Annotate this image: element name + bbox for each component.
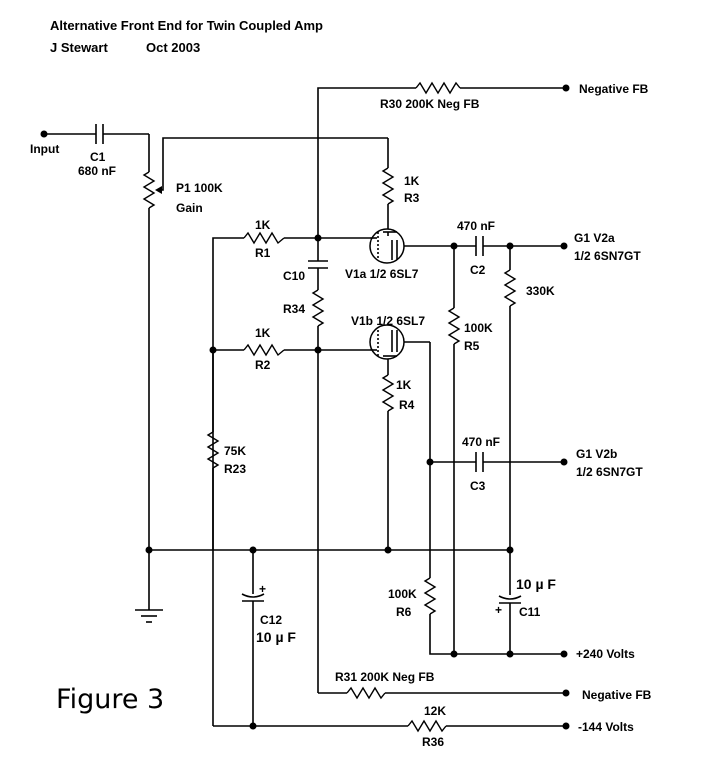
- resistor-r31: [318, 686, 570, 700]
- v240-label: +240 Volts: [576, 647, 635, 661]
- r1-value: 1K: [255, 218, 271, 232]
- c3-value: 470 nF: [462, 435, 500, 449]
- v144-label: -144 Volts: [578, 720, 634, 734]
- r34-name: R34: [283, 302, 305, 316]
- g1v2a-tube: 1/2 6SN7GT: [574, 249, 641, 263]
- neg-fb-top-label: Negative FB: [579, 82, 649, 96]
- capacitor-c3: [430, 452, 568, 472]
- input-label: Input: [30, 142, 59, 156]
- c1-name: C1: [90, 150, 106, 164]
- c12-plus: +: [259, 582, 266, 596]
- c12-name: C12: [260, 613, 282, 627]
- resistor-r5: [447, 246, 461, 654]
- r36-value: 12K: [424, 704, 446, 718]
- capacitor-c10: [308, 238, 328, 290]
- neg-fb-bottom-label: Negative FB: [582, 688, 652, 702]
- resistor-r30: [317, 81, 570, 238]
- ground-symbol: [135, 550, 163, 623]
- input-terminal: [40, 130, 96, 138]
- r2-value: 1K: [255, 326, 271, 340]
- r2-name: R2: [255, 358, 271, 372]
- c11-value: 10 µ F: [516, 576, 556, 592]
- r3-value: 1K: [404, 174, 420, 188]
- resistor-r3: [381, 138, 395, 234]
- capacitor-c1: [95, 124, 149, 144]
- r6-name: R6: [396, 605, 412, 619]
- c12-value: 10 µ F: [256, 629, 296, 645]
- c3-name: C3: [470, 479, 486, 493]
- r30-label: R30 200K Neg FB: [380, 97, 480, 111]
- r330k-value: 330K: [526, 284, 555, 298]
- v1a-label: V1a 1/2 6SL7: [345, 267, 419, 281]
- c11-name: C11: [519, 605, 541, 619]
- r31-label: R31 200K Neg FB: [335, 670, 435, 684]
- capacitor-c2: [450, 236, 568, 256]
- g1v2b-tube: 1/2 6SN7GT: [576, 465, 643, 479]
- ground-bus: [145, 546, 514, 554]
- p1-desc: Gain: [176, 201, 203, 215]
- p1-name: P1 100K: [176, 181, 223, 195]
- g1v2a-label: G1 V2a: [574, 231, 615, 245]
- r1-name: R1: [255, 246, 271, 260]
- r6-value: 100K: [388, 587, 417, 601]
- tube-v1a: [369, 228, 454, 264]
- author: J Stewart: [50, 40, 108, 55]
- r3-name: R3: [404, 191, 420, 205]
- v1b-label: V1b 1/2 6SL7: [351, 314, 425, 328]
- g1v2b-label: G1 V2b: [576, 447, 617, 461]
- potentiometer-p1: [142, 134, 388, 550]
- r5-name: R5: [464, 339, 480, 353]
- resistor-r23: [206, 350, 220, 726]
- r23-value: 75K: [224, 444, 246, 458]
- r36-name: R36: [422, 735, 444, 749]
- capacitor-c11: [498, 595, 522, 654]
- resistor-r4: [381, 359, 395, 550]
- c2-value: 470 nF: [457, 219, 495, 233]
- r5-value: 100K: [464, 321, 493, 335]
- r4-value: 1K: [396, 378, 412, 392]
- date: Oct 2003: [146, 40, 200, 55]
- c2-name: C2: [470, 263, 486, 277]
- c11-plus: +: [495, 603, 502, 617]
- resistor-330k: [503, 246, 517, 595]
- r23-name: R23: [224, 462, 246, 476]
- schematic-title: Alternative Front End for Twin Coupled A…: [50, 18, 323, 33]
- figure-label: Figure 3: [56, 684, 164, 715]
- c1-value: 680 nF: [78, 164, 116, 178]
- resistor-r6: [423, 577, 568, 658]
- tube-v1b: [369, 324, 434, 578]
- resistor-r2: [209, 343, 370, 357]
- c10-name: C10: [283, 269, 305, 283]
- r4-name: R4: [399, 398, 415, 412]
- resistor-r36: [213, 719, 570, 733]
